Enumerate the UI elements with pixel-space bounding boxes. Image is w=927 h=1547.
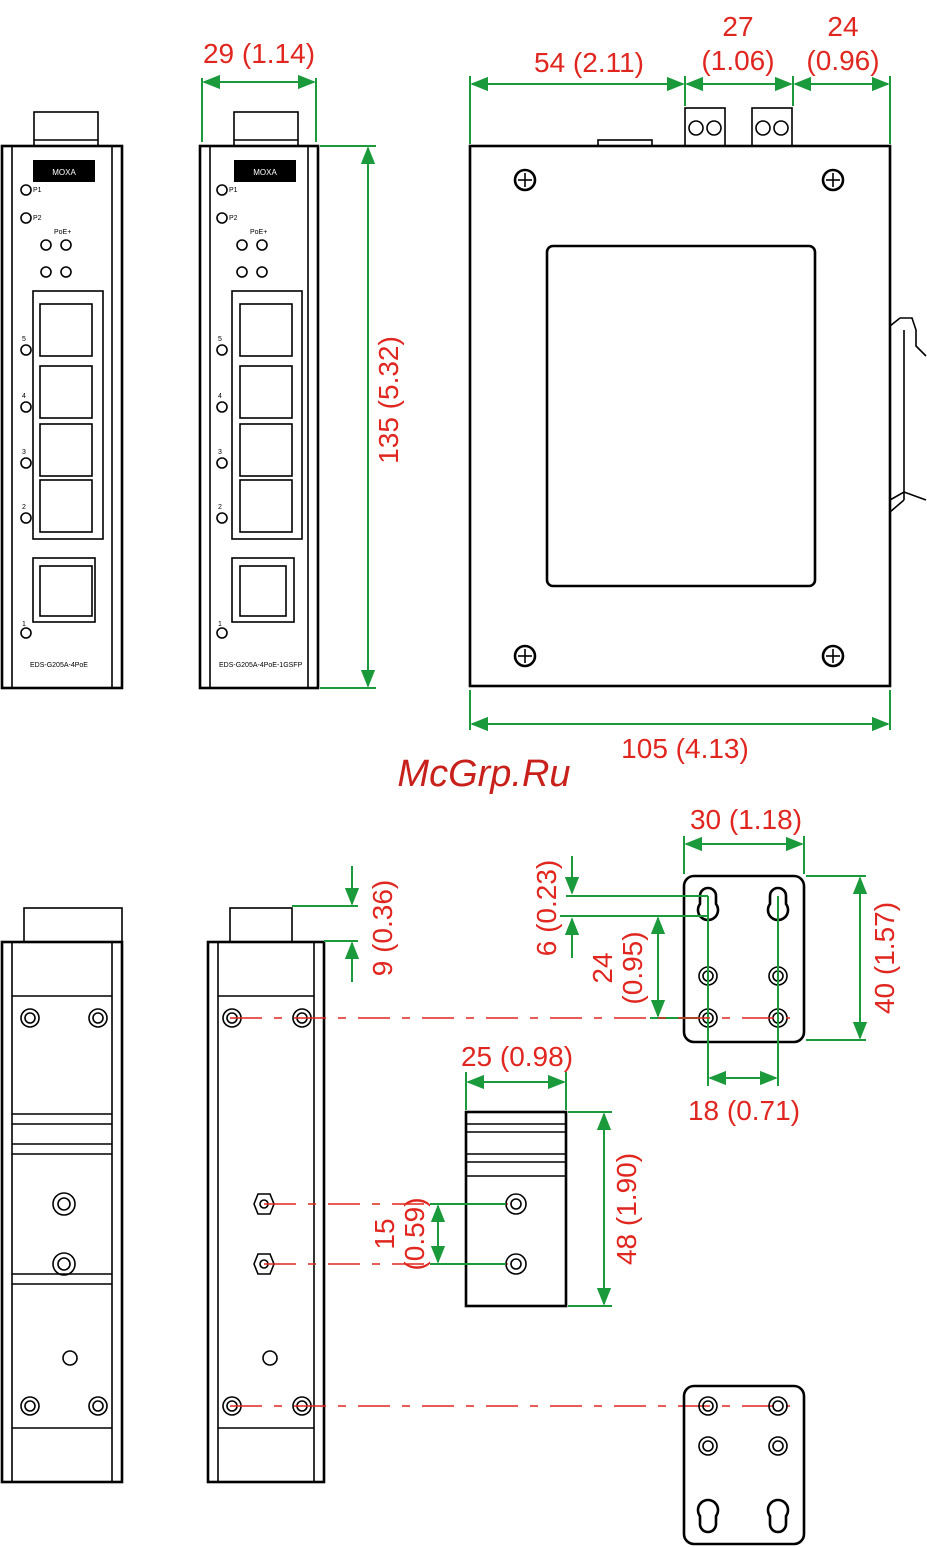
dim-label: 135 (5.32)	[373, 336, 404, 464]
led-label-p2: P2	[229, 215, 238, 222]
poe-label: PoE+	[54, 229, 71, 236]
rear-view-right	[208, 908, 324, 1482]
screw-icon	[515, 170, 843, 666]
dim-label: 54 (2.11)	[534, 47, 644, 78]
dim-label: 18 (0.71)	[688, 1095, 800, 1126]
dim-wall: 30 (1.18) 40 (1.57) 6 (0.23) 24 (0.95) 1…	[531, 804, 900, 1126]
dim-top-offsets: 54 (2.11) 27 (1.06) 24 (0.96)	[470, 11, 890, 144]
led-label-p2: P2	[33, 215, 42, 222]
moxa-logo-text: MOXA	[253, 168, 277, 177]
wall-mount-plate-bottom	[684, 1386, 804, 1544]
rear-view-left	[2, 908, 122, 1482]
dim-label: (0.59)	[399, 1197, 430, 1270]
port-label: 5	[22, 336, 26, 343]
dim-label: 9 (0.36)	[367, 880, 398, 977]
dim-label: 24	[827, 11, 858, 42]
led-label-p1: P1	[229, 187, 238, 194]
port-label: 5	[218, 336, 222, 343]
dim-label: 48 (1.90)	[611, 1153, 642, 1265]
port-label: 3	[22, 449, 26, 456]
dim-width-front: 29 (1.14)	[202, 38, 316, 142]
led-label-p1: P1	[33, 187, 42, 194]
poe-label: PoE+	[250, 229, 267, 236]
dim-label: 30 (1.18)	[690, 804, 802, 835]
port-label: 4	[218, 393, 222, 400]
dim-label: 105 (4.13)	[621, 733, 749, 764]
port-label: 2	[22, 504, 26, 511]
moxa-logo-text: MOXA	[52, 168, 76, 177]
side-view	[470, 108, 926, 686]
terminal-block-2	[752, 108, 792, 146]
dim-label: (0.95)	[617, 931, 648, 1004]
wall-mount-plate-top	[684, 876, 804, 1042]
port-label: 4	[22, 393, 26, 400]
port-label: 1	[22, 621, 26, 628]
front-view-left: MOXA P1 P2 PoE+ 5 4 3 2 1 EDS-G205A-4PoE	[2, 112, 122, 688]
dim-label: (0.96)	[806, 45, 879, 76]
dim-height: 135 (5.32)	[320, 146, 404, 688]
port-label: 1	[218, 621, 222, 628]
label-panel	[547, 246, 815, 586]
watermark: McGrp.Ru	[397, 753, 570, 795]
dim-label: 24	[587, 952, 618, 983]
terminal-block-1	[685, 108, 725, 146]
led-p1	[21, 185, 31, 195]
dim-label: 29 (1.14)	[203, 38, 315, 69]
din-rail-clip	[466, 1112, 566, 1306]
dim-label: 6 (0.23)	[531, 860, 562, 957]
dim-top-9: 9 (0.36)	[292, 866, 398, 982]
dim-label: 40 (1.57)	[869, 902, 900, 1014]
port-label: 2	[218, 504, 222, 511]
led-p2	[21, 213, 31, 223]
dim-label: 27	[722, 11, 753, 42]
port-label: 3	[218, 449, 222, 456]
dim-label: 15	[369, 1218, 400, 1249]
dim-label: (1.06)	[701, 45, 774, 76]
sfp-slot	[240, 566, 286, 616]
dim-label: 25 (0.98)	[461, 1041, 573, 1072]
front-view-right: MOXA P1 P2 PoE+ 5 4 3 2 1 EDS-G205A-4PoE…	[200, 112, 318, 688]
model-label-left: EDS-G205A-4PoE	[30, 662, 88, 669]
model-label-right: EDS-G205A-4PoE-1GSFP	[219, 662, 303, 669]
din-clip	[890, 318, 926, 512]
